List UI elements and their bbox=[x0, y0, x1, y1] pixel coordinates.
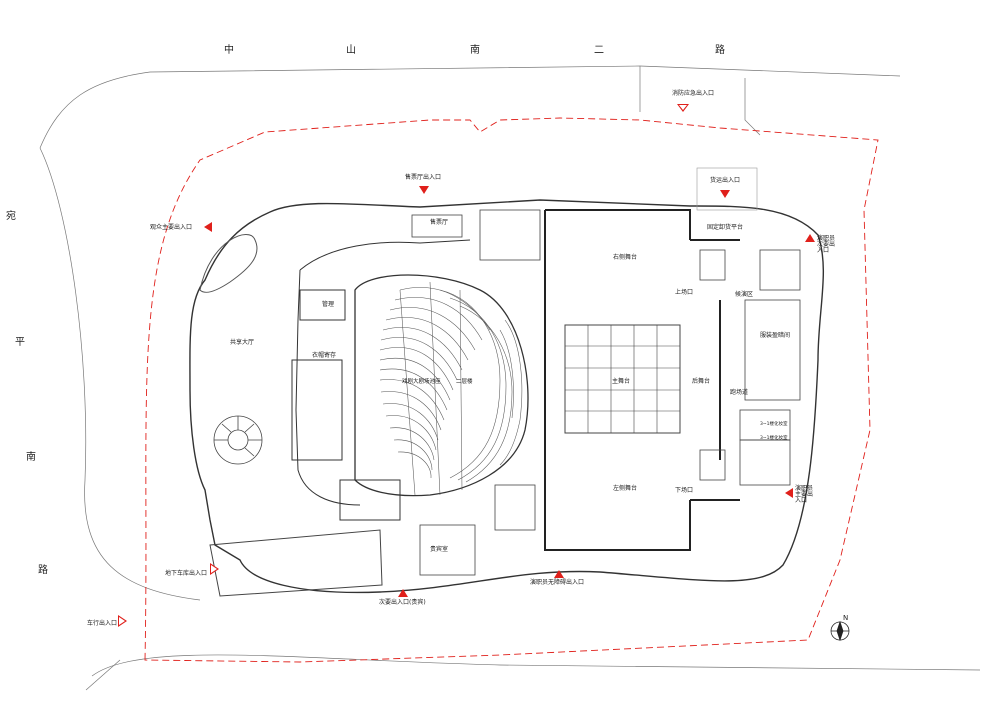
room-waiting: 候演区 bbox=[735, 291, 754, 298]
cargo-entrance-marker bbox=[720, 190, 730, 198]
room-auditorium: 戏剧大剧场池座 bbox=[402, 379, 441, 385]
building-outline bbox=[189, 199, 825, 594]
fire-emergency-label: 消防应急出入口 bbox=[672, 90, 715, 97]
spiral-stair bbox=[213, 415, 263, 465]
garage-entrance-marker bbox=[210, 563, 219, 575]
performer-main-label: 演职员主要出入口 bbox=[795, 485, 814, 504]
room-cloakroom: 衣帽寄存 bbox=[312, 352, 337, 359]
garage-ramp bbox=[209, 529, 383, 597]
audience-main-label: 观众主要出入口 bbox=[150, 224, 193, 231]
ticket-hall-entrance-label: 售票厅出入口 bbox=[405, 174, 442, 181]
room-dressing-1: 3~1楼化妆室 bbox=[760, 422, 788, 427]
performer-accessible-marker bbox=[554, 570, 564, 578]
north-arrow bbox=[830, 620, 850, 642]
performer-secondary-marker bbox=[805, 234, 815, 242]
road-north-char-4: 二 bbox=[594, 45, 604, 56]
performer-secondary-label: 演职员次要出入口 bbox=[817, 235, 836, 254]
ticket-hall-entrance-marker bbox=[419, 186, 429, 194]
backstage-rooms bbox=[411, 209, 801, 576]
room-second-tier: 二层楼 bbox=[456, 379, 473, 385]
road-north-char-5: 路 bbox=[715, 45, 725, 56]
room-right-wing: 右侧舞台 bbox=[613, 254, 638, 261]
room-crossover: 跑场道 bbox=[730, 389, 749, 396]
room-upper-entry: 上场口 bbox=[675, 289, 694, 296]
garage-entrance-label: 地下车库出入口 bbox=[165, 570, 208, 577]
vehicle-entrance-label: 车行出入口 bbox=[87, 620, 118, 627]
audience-main-marker bbox=[204, 222, 212, 232]
room-management: 管理 bbox=[322, 301, 335, 308]
road-west-char-4: 路 bbox=[38, 565, 48, 576]
room-shared-hall: 共享大厅 bbox=[230, 339, 255, 346]
site-boundary bbox=[144, 117, 879, 663]
room-left-wing: 左侧舞台 bbox=[613, 485, 638, 492]
road-north-char-2: 山 bbox=[346, 45, 356, 56]
stage-walls bbox=[544, 209, 740, 551]
lobby-walls bbox=[291, 239, 471, 521]
auditorium-seating bbox=[354, 274, 529, 497]
room-vip: 贵宾室 bbox=[430, 546, 449, 553]
secondary-vip-label: 次要出入口(贵宾) bbox=[379, 599, 426, 606]
road-north-char-3: 南 bbox=[470, 45, 480, 56]
room-ticket-hall: 售票厅 bbox=[430, 219, 449, 226]
road-west-char-2: 平 bbox=[15, 337, 25, 348]
street-lines bbox=[39, 65, 981, 691]
room-main-stage: 主舞台 bbox=[612, 378, 631, 385]
performer-main-marker bbox=[785, 488, 793, 498]
vehicle-entrance-marker bbox=[118, 615, 127, 627]
fire-emergency-marker bbox=[677, 104, 689, 112]
room-rear-stage: 后舞台 bbox=[692, 378, 711, 385]
room-lower-entry: 下场口 bbox=[675, 487, 694, 494]
main-stage-grid bbox=[564, 324, 681, 434]
room-dressing-2: 3~1楼化妆室 bbox=[760, 436, 788, 441]
room-fixed-loading: 固定卸货平台 bbox=[707, 224, 744, 231]
secondary-vip-marker bbox=[398, 589, 408, 597]
performer-accessible-label: 演职员无障碍出入口 bbox=[530, 579, 585, 586]
road-west-char-1: 宛 bbox=[6, 211, 16, 222]
room-wardrobe: 服装盈暗间 bbox=[760, 332, 791, 339]
north-label: N bbox=[843, 614, 848, 622]
cargo-canopy bbox=[696, 167, 758, 211]
cargo-entrance-label: 货运出入口 bbox=[710, 177, 741, 184]
road-north-char-1: 中 bbox=[224, 45, 234, 56]
road-west-char-3: 南 bbox=[26, 452, 36, 463]
